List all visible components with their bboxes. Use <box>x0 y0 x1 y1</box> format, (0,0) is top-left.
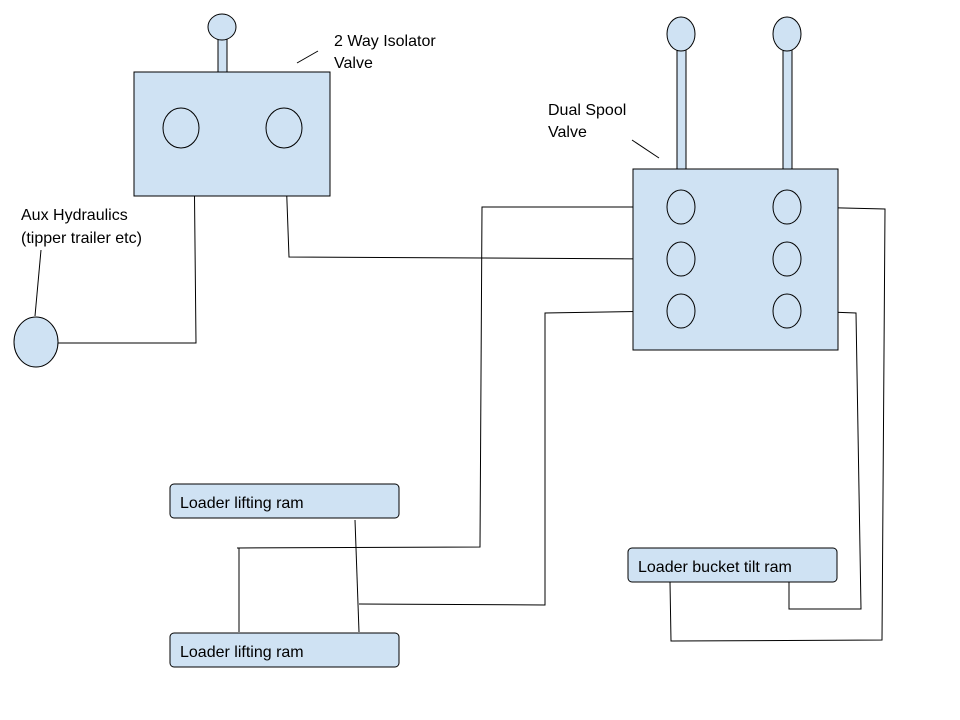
line-isolator-right-to-spool-mid-left <box>284 146 668 260</box>
spool-label-line2: Valve <box>548 124 587 141</box>
spool-valve-body <box>632 168 839 351</box>
spool-handle-right <box>782 41 793 171</box>
lifting-ram-1: Loader lifting ram <box>169 483 400 519</box>
leader-aux-label <box>34 249 42 317</box>
spool-port-mid-right <box>772 241 802 277</box>
isolator-port-left <box>162 107 200 149</box>
dual-spool-valve <box>632 16 839 351</box>
spool-handle-left <box>676 41 687 171</box>
lifting-ram-1-box <box>169 483 400 519</box>
isolator-valve-knob <box>207 13 237 41</box>
aux-label-line2: (tipper trailer etc) <box>21 230 142 247</box>
isolator-label-line2: Valve <box>334 55 373 72</box>
bucket-tilt-ram: Loader bucket tilt ram <box>627 547 838 583</box>
spool-label-line1: Dual Spool <box>548 102 626 119</box>
spool-port-top-left <box>666 189 696 225</box>
lifting-ram-2-box <box>169 632 400 668</box>
line-spool-top-right-to-bucket-ram <box>669 206 886 642</box>
leader-isolator-label <box>296 50 319 64</box>
line-rams-right-vertical <box>354 519 360 633</box>
aux-hydraulics-port <box>13 316 59 368</box>
line-spool-top-left-to-lifting-rams <box>236 206 668 549</box>
spool-knob-left <box>666 16 696 52</box>
isolator-port-right <box>265 107 303 149</box>
bucket-tilt-ram-box <box>627 547 838 583</box>
spool-port-bottom-left <box>666 293 696 329</box>
lifting-ram-2-label: Loader lifting ram <box>180 644 304 661</box>
isolator-label-line1: 2 Way Isolator <box>334 33 436 50</box>
bucket-tilt-ram-label: Loader bucket tilt ram <box>638 559 792 576</box>
isolator-valve <box>133 13 331 197</box>
spool-port-bottom-right <box>772 293 802 329</box>
line-aux-to-isolator-left <box>57 146 197 344</box>
spool-port-mid-left <box>666 241 696 277</box>
aux-label-line1: Aux Hydraulics <box>21 207 128 224</box>
spool-knob-right <box>772 16 802 52</box>
line-spool-bottom-left-to-lifting-rams <box>358 310 669 606</box>
lifting-ram-1-label: Loader lifting ram <box>180 495 304 512</box>
spool-port-top-right <box>772 189 802 225</box>
leader-spool-label <box>631 139 660 159</box>
lifting-ram-2: Loader lifting ram <box>169 632 400 668</box>
